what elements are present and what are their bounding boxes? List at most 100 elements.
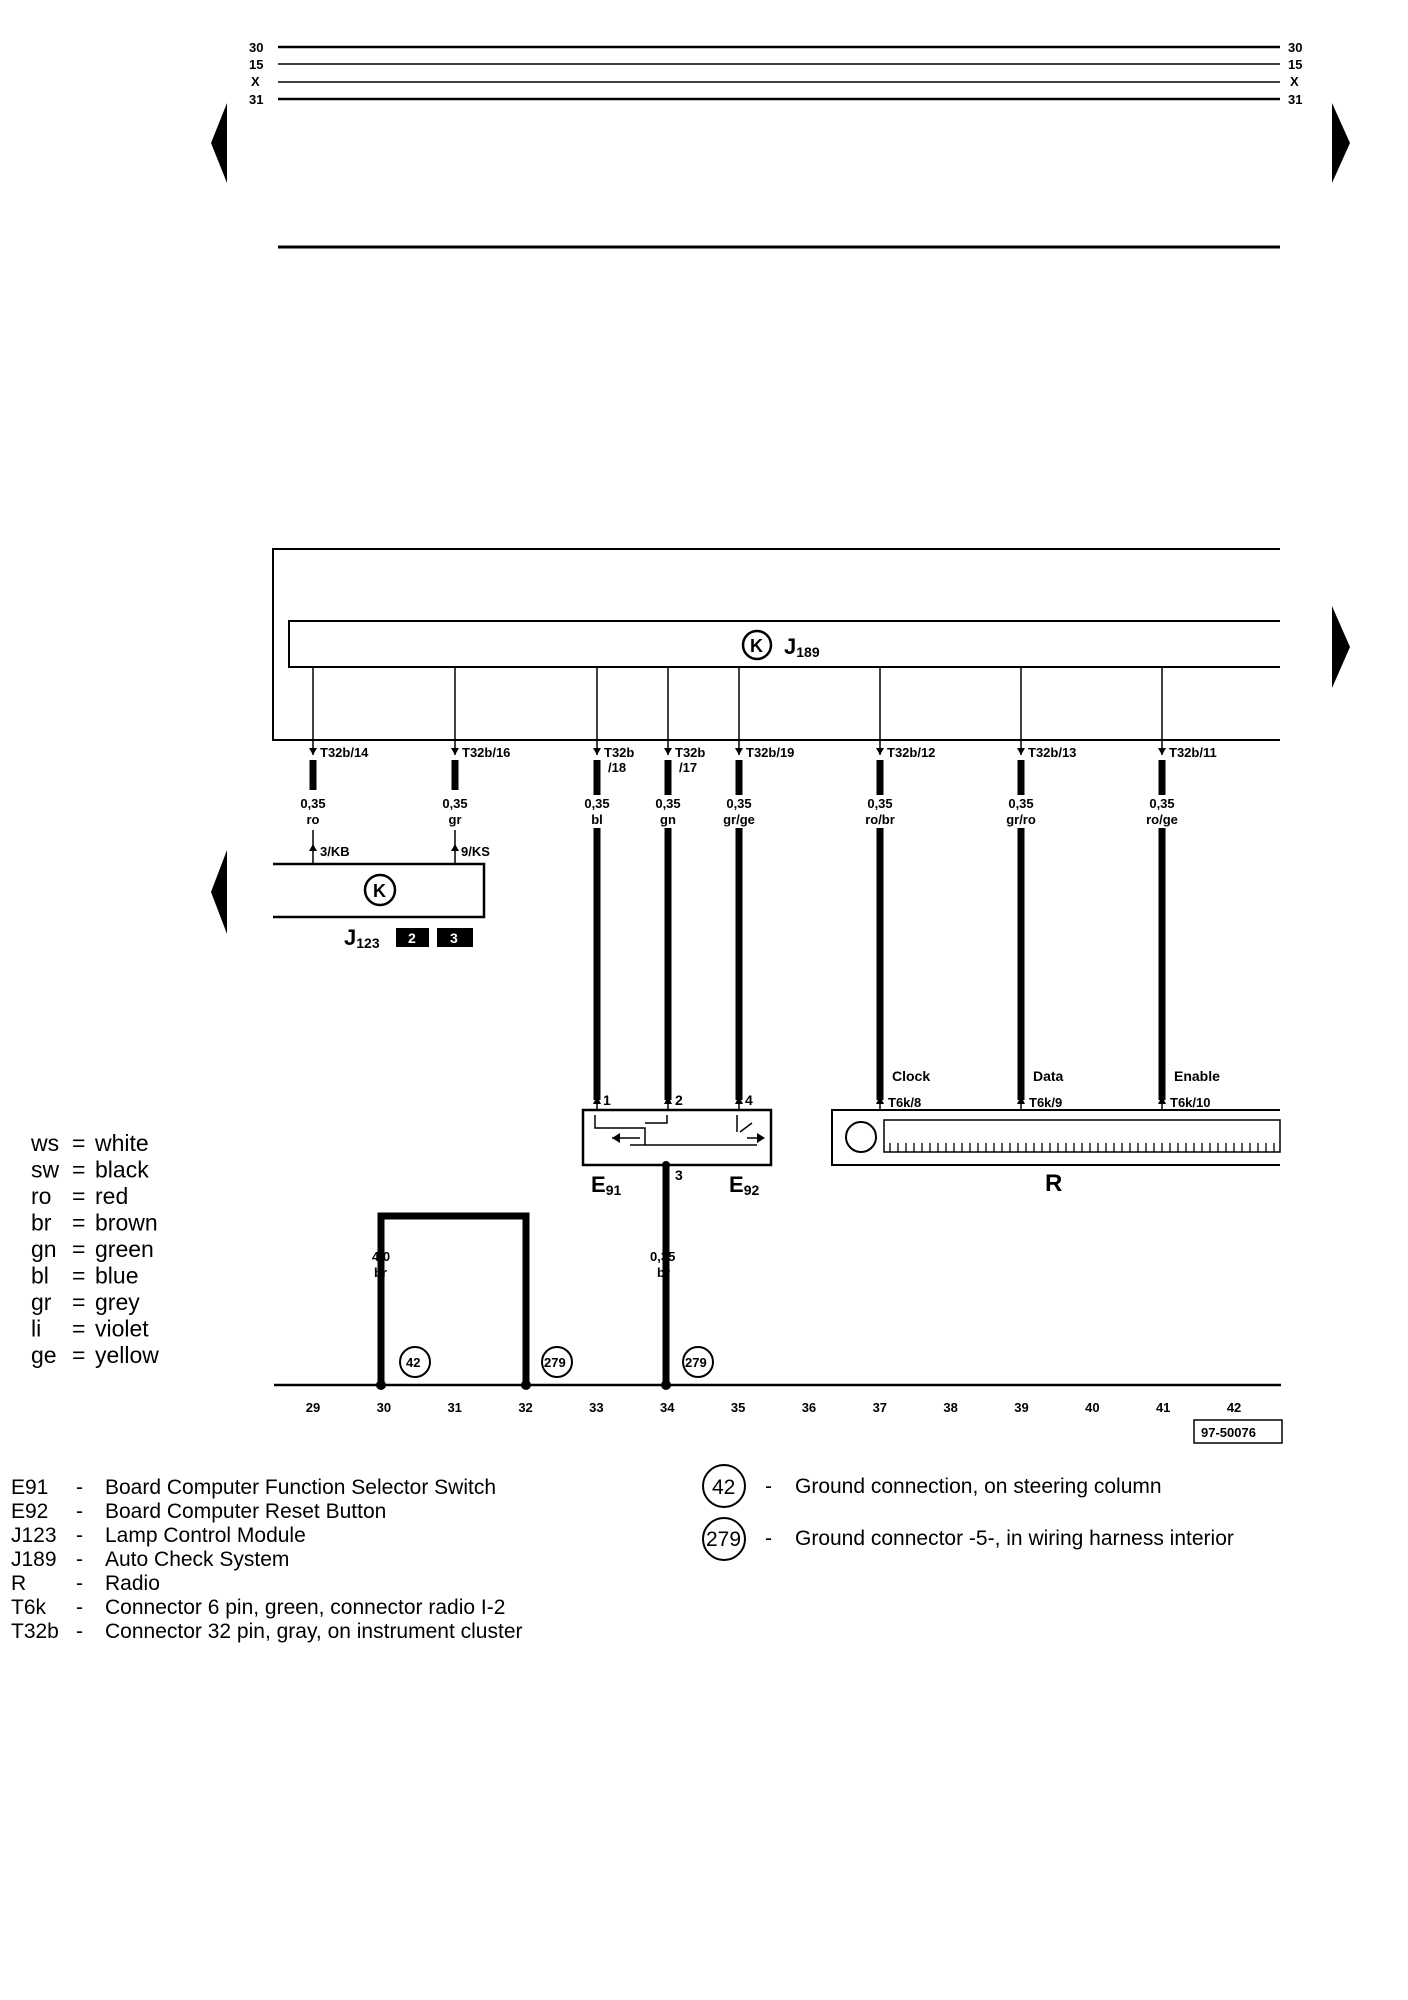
wire-3-color: gn <box>660 812 676 827</box>
wire-7-arrow-icon <box>1158 748 1166 755</box>
color-legend-code: ro <box>31 1183 51 1209</box>
control-unit-symbol-icon <box>741 629 773 661</box>
control-unit-symbol-glyph: K <box>750 636 763 656</box>
component-dash: - <box>76 1500 83 1523</box>
rail-label-30-right: 30 <box>1288 40 1302 55</box>
j123-ref-3: 3 <box>450 930 458 946</box>
color-legend-name: blue <box>95 1263 138 1289</box>
lamp-module-symbol-glyph: K <box>373 881 386 901</box>
switch-pin-2: 2 <box>675 1092 683 1108</box>
color-legend-name: brown <box>95 1210 158 1236</box>
switch-pin-4: 4 <box>745 1092 753 1108</box>
wire-5-label-bg <box>860 795 900 828</box>
color-legend-code: br <box>31 1210 52 1236</box>
page-arrow-right-top[interactable] <box>1332 103 1350 183</box>
track-number: 31 <box>447 1400 461 1415</box>
lamp-module-symbol-icon <box>363 873 397 907</box>
component-desc: Lamp Control Module <box>105 1524 306 1547</box>
rail-label-31-left: 31 <box>249 92 263 107</box>
j189-control-unit: K J189 <box>288 620 1280 668</box>
component-dash: - <box>76 1620 83 1643</box>
page-arrow-left-top[interactable] <box>211 103 227 183</box>
e91-label: E91 <box>591 1172 621 1198</box>
ground-legend-279-num: 279 <box>706 1528 741 1551</box>
color-legend-equals: = <box>72 1342 85 1368</box>
track-number: 35 <box>731 1400 745 1415</box>
component-desc: Auto Check System <box>105 1548 289 1571</box>
color-legend-equals: = <box>72 1236 85 1262</box>
component-desc: Connector 6 pin, green, connector radio … <box>105 1596 505 1619</box>
page-arrow-left-mid[interactable] <box>211 850 227 934</box>
wire-0-color: ro <box>307 812 320 827</box>
color-legend: ws=whitesw=blackro=redbr=browngn=greenbl… <box>30 1130 159 1368</box>
track-number: 40 <box>1085 1400 1099 1415</box>
component-dash: - <box>76 1548 83 1571</box>
ground-wire-color-2: br <box>657 1265 670 1280</box>
component-desc: Board Computer Function Selector Switch <box>105 1476 496 1499</box>
signal-wires: T32b/140,35roT32b/160,35grT32b/180,35blT… <box>293 667 1220 1110</box>
rail-label-15-left: 15 <box>249 57 263 72</box>
instrument-cluster-box <box>272 548 1280 741</box>
j123-ref-box-3 <box>437 928 473 947</box>
wire-7-label-bg <box>1142 795 1182 828</box>
wire-5-arrow-icon <box>876 748 884 755</box>
color-legend-equals: = <box>72 1316 85 1342</box>
rail-label-31-right: 31 <box>1288 92 1302 107</box>
wire-1-label-bg <box>435 795 475 828</box>
radio-unit: R <box>831 1109 1281 1197</box>
wire-4-label-bg <box>719 795 759 828</box>
wire-3-pin-line2: /17 <box>679 760 697 775</box>
color-legend-name: grey <box>95 1289 140 1315</box>
wire-2-size: 0,35 <box>584 796 609 811</box>
supply-rails: 30 15 X 31 30 15 X 31 <box>249 40 1302 107</box>
e92-label: E92 <box>729 1172 759 1198</box>
wire-1-arrow-icon <box>451 748 459 755</box>
radio-signal-1-pin: T6k/9 <box>1029 1095 1062 1110</box>
color-legend-name: white <box>94 1130 149 1156</box>
wire-1-pin: T32b/16 <box>462 745 510 760</box>
color-legend-name: red <box>95 1183 128 1209</box>
wire-0-pin: T32b/14 <box>320 745 369 760</box>
switch-pin-3: 3 <box>675 1167 683 1183</box>
wire-7-color: ro/ge <box>1146 812 1178 827</box>
wire-6-size: 0,35 <box>1008 796 1033 811</box>
wire-6-arrow-icon <box>1017 748 1025 755</box>
color-legend-equals: = <box>72 1263 85 1289</box>
wire-0-arrow-icon <box>309 748 317 755</box>
j123-ref-box-2 <box>396 928 429 947</box>
color-legend-equals: = <box>72 1130 85 1156</box>
wire-4-color: gr/ge <box>723 812 755 827</box>
wire-2-pin-line2: /18 <box>608 760 626 775</box>
color-legend-code: gn <box>31 1236 57 1262</box>
track-number: 41 <box>1156 1400 1170 1415</box>
wire-2-pin-line1: T32b <box>604 745 634 760</box>
radio-knob-icon <box>845 1121 877 1153</box>
component-dash: - <box>76 1524 83 1547</box>
component-code: R <box>11 1572 26 1595</box>
component-desc: Board Computer Reset Button <box>105 1500 386 1523</box>
radio-signal-2-name: Enable <box>1174 1068 1220 1084</box>
ground-legend-42-dash: - <box>765 1475 772 1498</box>
rail-label-15-right: 15 <box>1288 57 1302 72</box>
switch-pin-1: 1 <box>603 1092 611 1108</box>
radio-signal-1-name: Data <box>1033 1068 1064 1084</box>
component-code: T6k <box>11 1596 47 1619</box>
ground-point-42-icon <box>399 1346 431 1378</box>
wire-3-arrow-icon <box>664 748 672 755</box>
j123-pin-ks: 9/KS <box>461 844 490 859</box>
color-legend-name: violet <box>95 1316 149 1342</box>
ground-point-279-a: 279 <box>544 1355 566 1370</box>
component-code: E91 <box>11 1476 48 1499</box>
ground-point-279-b: 279 <box>685 1355 707 1370</box>
wire-4-pin: T32b/19 <box>746 745 794 760</box>
wire-0-up-arrow-icon <box>309 844 317 851</box>
wire-5-pin: T32b/12 <box>887 745 935 760</box>
color-legend-code: li <box>31 1316 41 1342</box>
wire-3-pin-line1: T32b <box>675 745 705 760</box>
color-legend-equals: = <box>72 1210 85 1236</box>
j123-lamp-module: K 3/KB 9/KS J123 2 3 <box>273 844 490 951</box>
page-arrow-right-mid[interactable] <box>1332 606 1350 688</box>
radio-connector-teeth <box>889 1143 1275 1152</box>
ground-legend: 42 - Ground connection, on steering colu… <box>702 1464 1234 1561</box>
